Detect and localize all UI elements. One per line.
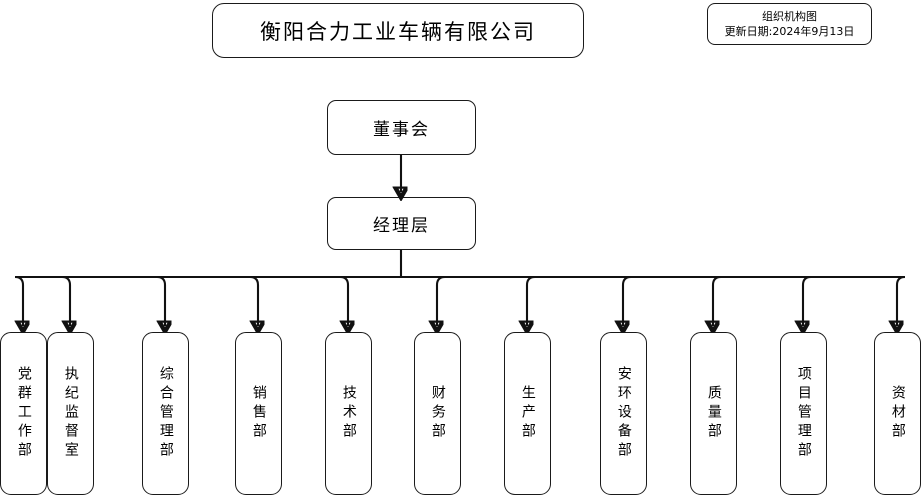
drop-wire-10 bbox=[897, 275, 906, 326]
company-name: 衡阳合力工业车辆有限公司 bbox=[260, 19, 536, 44]
dept-label: 质量部 bbox=[705, 385, 722, 442]
dept-box-2: 综合管理部 bbox=[142, 332, 189, 495]
dept-box-1: 执纪监督室 bbox=[47, 332, 94, 495]
dept-box-8: 质量部 bbox=[690, 332, 737, 495]
wire-department-drops bbox=[15, 275, 906, 326]
node-management-layer: 经理层 bbox=[327, 197, 476, 250]
legend-updated-date: 更新日期:2024年9月13日 bbox=[724, 24, 855, 38]
drop-wire-8 bbox=[713, 275, 722, 326]
node-board-of-directors: 董事会 bbox=[327, 100, 476, 155]
dept-label: 财务部 bbox=[429, 385, 446, 442]
dept-label: 综合管理部 bbox=[157, 366, 174, 461]
dept-label: 资材部 bbox=[889, 385, 906, 442]
drop-wire-6 bbox=[527, 275, 536, 326]
node-management-label: 经理层 bbox=[373, 216, 430, 236]
drop-wire-4 bbox=[340, 275, 348, 326]
dept-label: 生产部 bbox=[519, 385, 536, 442]
company-title-box: 衡阳合力工业车辆有限公司 bbox=[212, 3, 584, 58]
drop-wire-2 bbox=[157, 275, 165, 326]
dept-box-6: 生产部 bbox=[504, 332, 551, 495]
dept-label: 项目管理部 bbox=[795, 366, 812, 461]
dept-label: 党群工作部 bbox=[15, 366, 32, 461]
legend-box: 组织机构图 更新日期:2024年9月13日 bbox=[707, 3, 872, 45]
legend-title: 组织机构图 bbox=[762, 9, 817, 23]
node-board-label: 董事会 bbox=[373, 120, 430, 140]
dept-box-5: 财务部 bbox=[414, 332, 461, 495]
dept-label: 技术部 bbox=[340, 385, 357, 442]
dept-box-9: 项目管理部 bbox=[780, 332, 827, 495]
dept-box-4: 技术部 bbox=[325, 332, 372, 495]
dept-box-10: 资材部 bbox=[874, 332, 921, 495]
drop-wire-3 bbox=[250, 275, 258, 326]
dept-label: 销售部 bbox=[250, 385, 267, 442]
dept-box-0: 党群工作部 bbox=[0, 332, 47, 495]
drop-wire-0 bbox=[15, 275, 23, 326]
drop-wire-1 bbox=[62, 275, 70, 326]
dept-label: 执纪监督室 bbox=[62, 366, 79, 461]
dept-label: 安环设备部 bbox=[615, 366, 632, 461]
drop-wire-7 bbox=[623, 275, 632, 326]
dept-box-7: 安环设备部 bbox=[600, 332, 647, 495]
dept-box-3: 销售部 bbox=[235, 332, 282, 495]
drop-wire-9 bbox=[803, 275, 812, 326]
drop-wire-5 bbox=[437, 275, 446, 326]
